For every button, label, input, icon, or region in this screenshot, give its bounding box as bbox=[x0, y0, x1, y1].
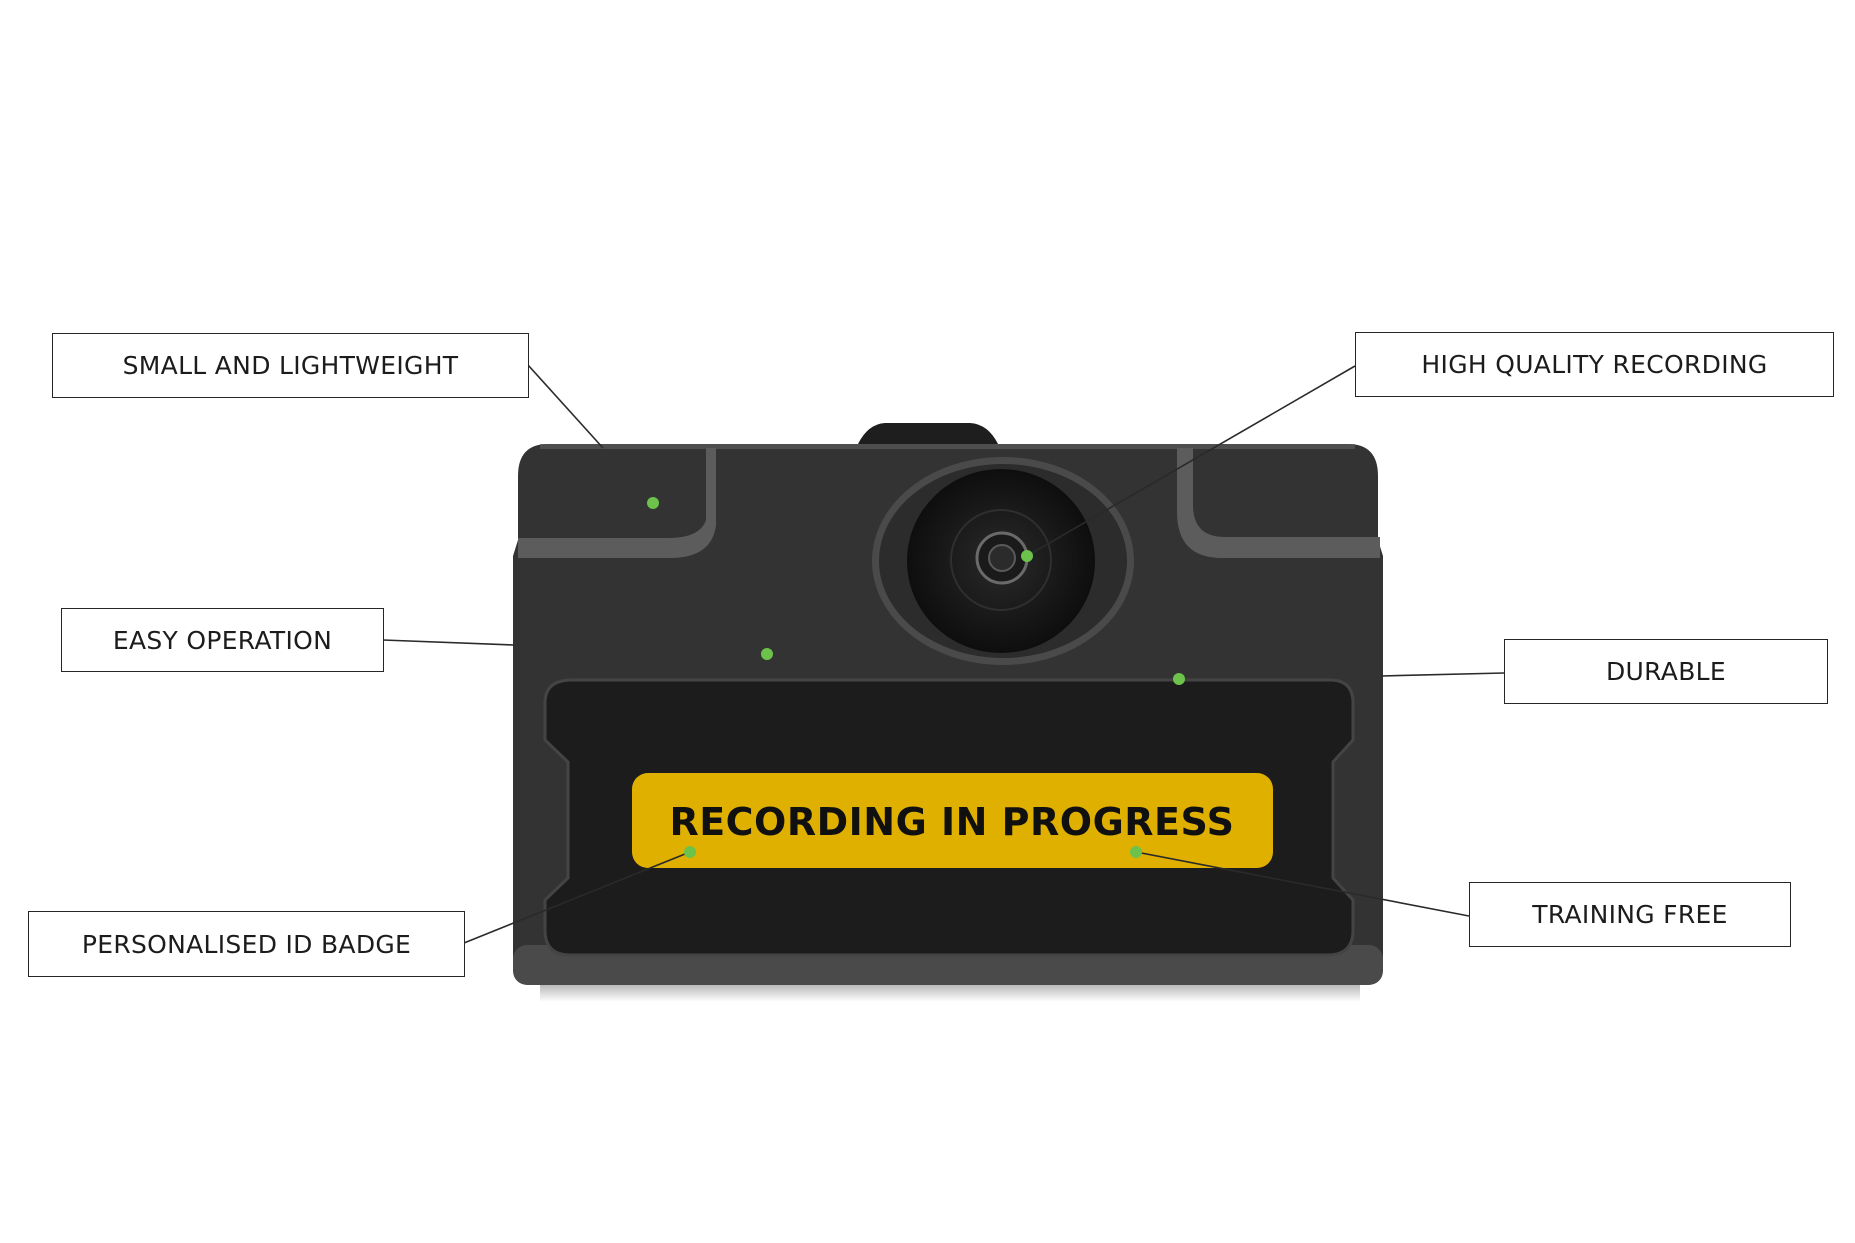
right-ledge bbox=[1177, 448, 1380, 558]
callout-easy-operation: EASY OPERATION bbox=[61, 608, 384, 672]
leader-line-training-free bbox=[1135, 851, 1470, 917]
recording-badge bbox=[632, 773, 1273, 868]
marker-dots bbox=[647, 497, 1185, 858]
left-ledge bbox=[518, 448, 716, 558]
marker-dot-small-and-lightweight bbox=[647, 497, 659, 509]
badge-label: RECORDING IN PROGRESS bbox=[669, 800, 1234, 844]
lens-center bbox=[988, 544, 1016, 572]
callout-label: DURABLE bbox=[1606, 657, 1726, 686]
leader-lines bbox=[382, 364, 1505, 944]
callout-durable: DURABLE bbox=[1504, 639, 1828, 704]
top-edge-highlight bbox=[540, 444, 1355, 449]
marker-dot-durable bbox=[1173, 673, 1185, 685]
marker-dot-personalised-id-badge bbox=[684, 846, 696, 858]
callout-personalised-id-badge: PERSONALISED ID BADGE bbox=[28, 911, 465, 977]
callout-high-quality-recording: HIGH QUALITY RECORDING bbox=[1355, 332, 1834, 397]
clip-tab bbox=[858, 423, 998, 444]
callout-training-free: TRAINING FREE bbox=[1469, 882, 1791, 947]
device-shadow bbox=[540, 980, 1360, 1002]
callout-label: TRAINING FREE bbox=[1532, 900, 1728, 929]
lens-inner-ring bbox=[950, 509, 1052, 611]
marker-dot-training-free bbox=[1130, 846, 1142, 858]
callout-label: HIGH QUALITY RECORDING bbox=[1421, 350, 1768, 379]
leader-line-durable bbox=[1380, 672, 1505, 677]
marker-dot-high-quality-recording bbox=[1021, 550, 1033, 562]
callout-small-and-lightweight: SMALL AND LIGHTWEIGHT bbox=[52, 333, 529, 398]
callout-label: EASY OPERATION bbox=[112, 625, 333, 655]
leader-line-easy-operation bbox=[382, 639, 515, 646]
leader-line-high-quality-recording bbox=[1026, 365, 1356, 557]
leader-line-small-and-lightweight bbox=[527, 364, 604, 449]
callout-label: PERSONALISED ID BADGE bbox=[81, 929, 412, 959]
marker-dot-easy-operation bbox=[761, 648, 773, 660]
leader-line-personalised-id-badge bbox=[463, 851, 691, 944]
callout-label: SMALL AND LIGHTWEIGHT bbox=[122, 351, 459, 380]
